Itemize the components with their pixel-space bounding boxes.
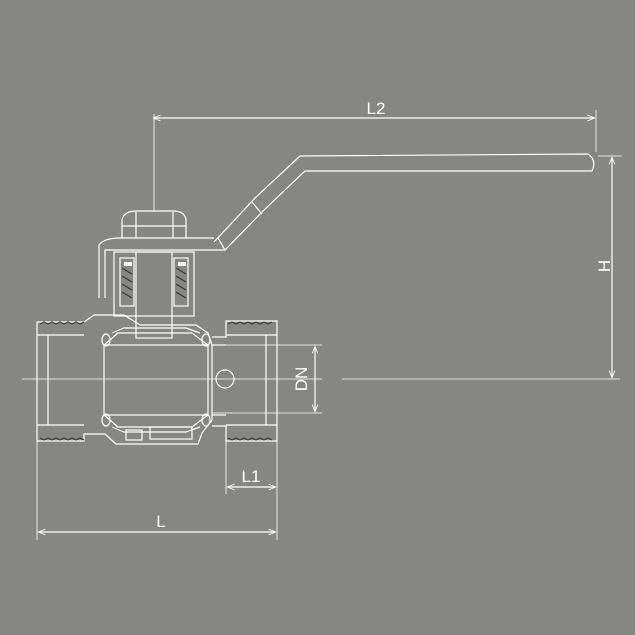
dimension-l: L — [36, 441, 277, 540]
centerlines — [22, 114, 620, 380]
h-label: H — [595, 260, 614, 272]
dimension-l1: L1 — [225, 441, 278, 540]
l1-label: L1 — [242, 467, 261, 486]
dimension-h: H — [595, 155, 622, 379]
l2-label: L2 — [367, 99, 386, 118]
dn-label: DN — [292, 367, 311, 392]
dimension-l2: L2 — [152, 99, 597, 152]
stem-nut — [121, 210, 187, 238]
lever-handle — [98, 153, 595, 298]
l-label: L — [156, 512, 165, 531]
dimension-dn: DN — [212, 344, 322, 414]
bonnet-packing — [113, 251, 195, 339]
valve-body — [36, 314, 278, 445]
